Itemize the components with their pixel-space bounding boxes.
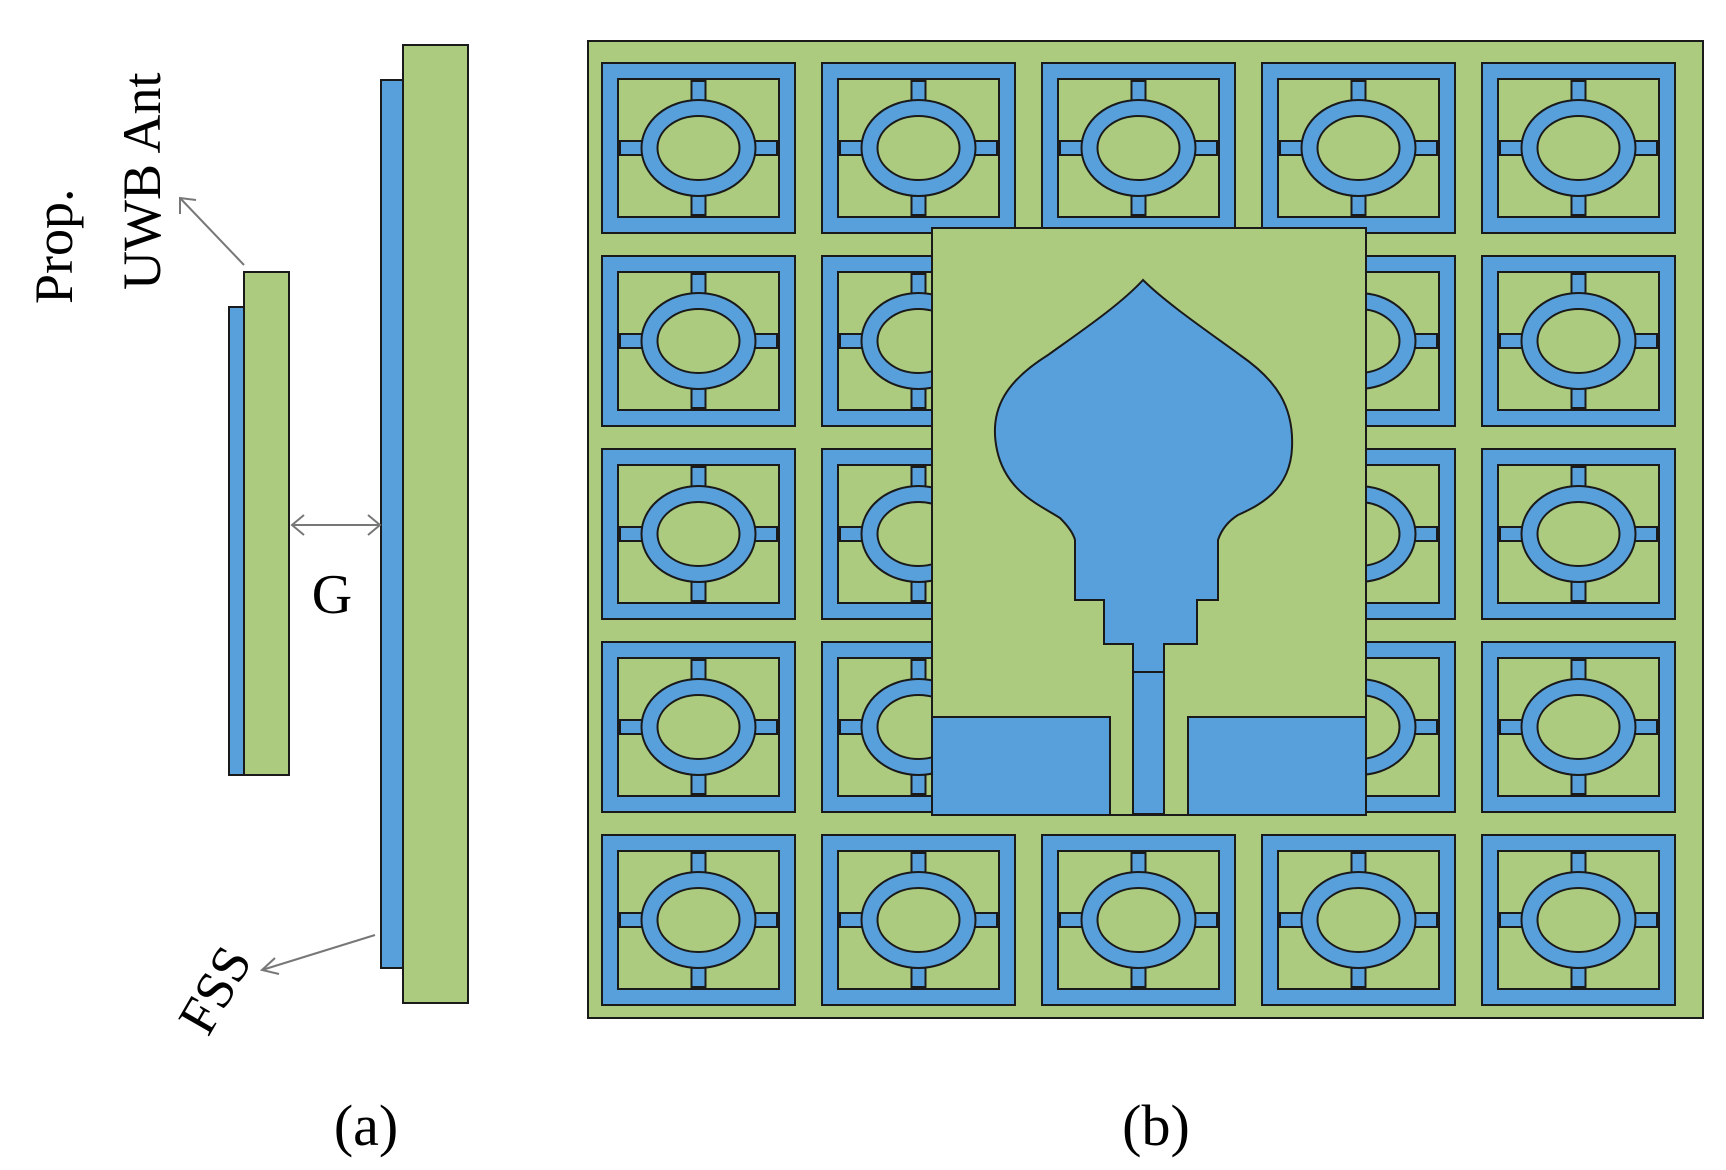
- antenna-leader-arrow: [179, 196, 245, 266]
- fss-leader-arrow: [259, 934, 376, 975]
- fss-unit-cell: [601, 448, 796, 620]
- fss-ring-hole: [656, 694, 741, 760]
- fss-unit-cell: [821, 834, 1016, 1006]
- fss-unit-cell: [1481, 641, 1676, 813]
- antenna-label-line2: UWB Ant: [112, 72, 172, 290]
- fss-ring-hole: [656, 887, 741, 953]
- fss-unit-cell: [601, 255, 796, 427]
- fss-ring-hole: [1536, 115, 1621, 181]
- fss-ring-hole: [1316, 115, 1401, 181]
- antenna-label-line1: Prop.: [24, 188, 84, 304]
- fss-label: FSS: [166, 936, 263, 1044]
- fss-metal-layer: [380, 79, 406, 969]
- panel-a-side-view: G Prop. UWB Ant FSS (a): [24, 44, 469, 1158]
- fss-ring-hole: [876, 887, 961, 953]
- antenna-substrate: [243, 271, 290, 776]
- fss-ring-hole: [1096, 115, 1181, 181]
- fss-unit-cell: [601, 641, 796, 813]
- panel-b-top-view: (b): [587, 40, 1704, 1158]
- fss-unit-cell: [1481, 255, 1676, 427]
- fss-ring-hole: [876, 115, 961, 181]
- gap-label: G: [312, 564, 352, 626]
- fss-ring-hole: [1536, 694, 1621, 760]
- fss-unit-cell: [821, 62, 1016, 234]
- uwb-antenna: [931, 227, 1367, 816]
- feed-line: [1132, 671, 1165, 815]
- fss-ring-hole: [1316, 887, 1401, 953]
- fss-ring-hole: [1536, 501, 1621, 567]
- fss-unit-cell: [1481, 834, 1676, 1006]
- gap-arrow: [290, 514, 382, 536]
- fss-unit-cell: [601, 62, 796, 234]
- caption-b: (b): [1122, 1093, 1190, 1158]
- fss-unit-cell: [1041, 62, 1236, 234]
- fss-unit-cell: [1481, 448, 1676, 620]
- fss-ring-hole: [1096, 887, 1181, 953]
- fss-unit-cell: [1481, 62, 1676, 234]
- fss-ring-hole: [1536, 308, 1621, 374]
- fss-unit-cell: [1041, 834, 1236, 1006]
- fss-unit-cell: [1261, 834, 1456, 1006]
- fss-substrate: [402, 44, 469, 1004]
- fss-ring-hole: [656, 501, 741, 567]
- fss-unit-cell: [1261, 62, 1456, 234]
- ground-plane-right: [1187, 716, 1367, 816]
- fss-ring-hole: [1536, 887, 1621, 953]
- caption-a: (a): [334, 1093, 398, 1158]
- fss-ring-hole: [656, 308, 741, 374]
- fss-unit-cell: [601, 834, 796, 1006]
- fss-ring-hole: [656, 115, 741, 181]
- radiating-patch: [993, 278, 1294, 678]
- ground-plane-left: [931, 716, 1111, 816]
